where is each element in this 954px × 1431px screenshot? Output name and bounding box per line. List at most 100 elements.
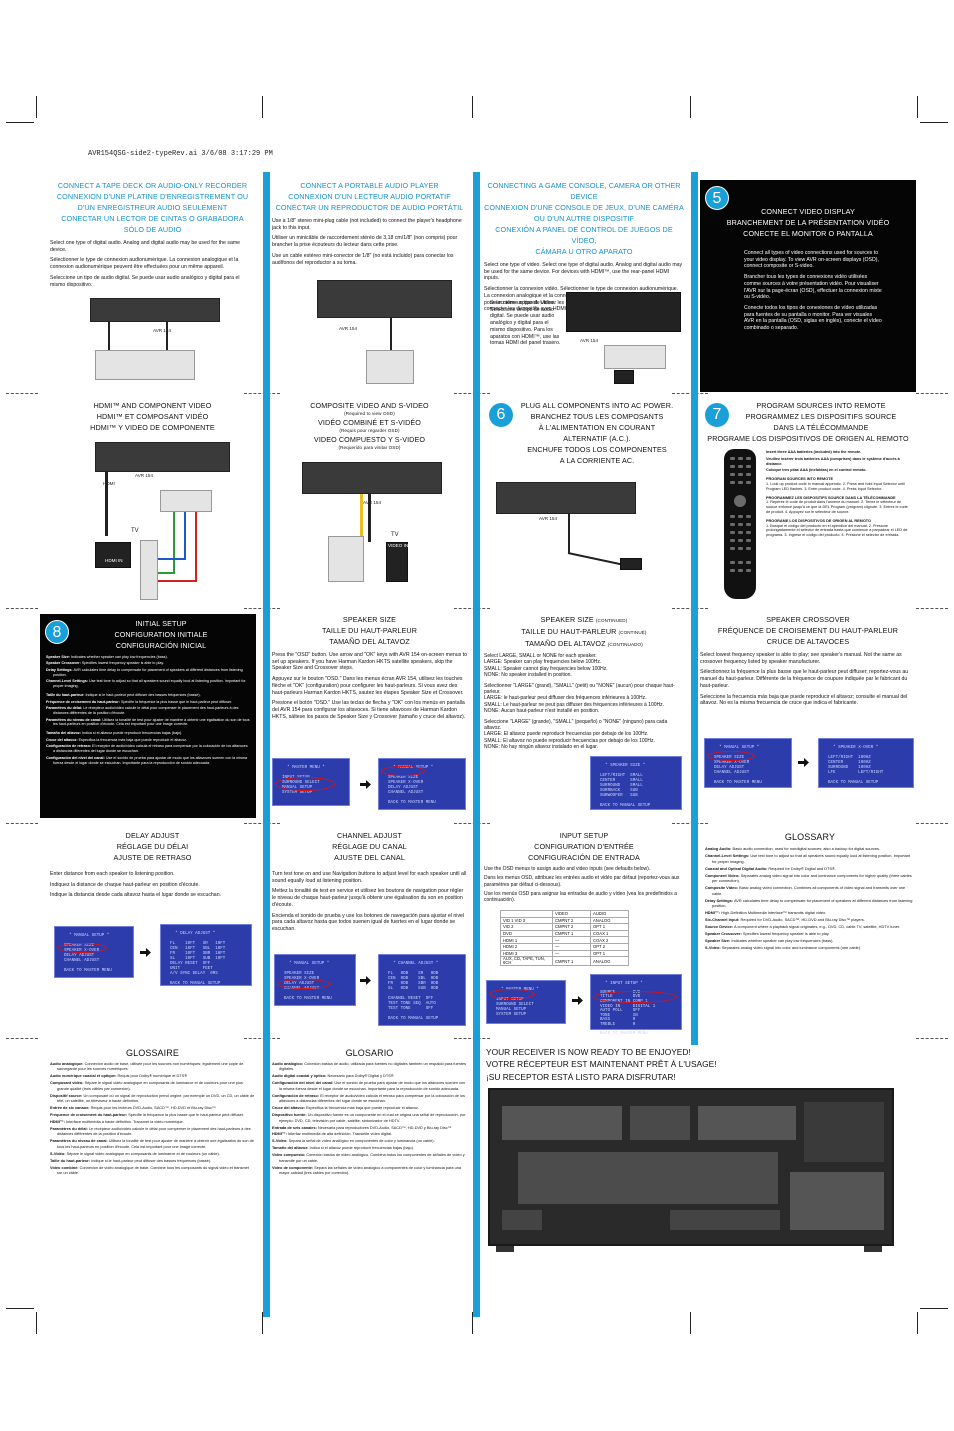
rear-section: [670, 1210, 780, 1230]
rear-section: [804, 1102, 884, 1162]
arrow-right-icon: [798, 758, 809, 767]
panel-glossary-en: GLOSSARY Analog Audio: Basic audio conne…: [705, 830, 915, 1040]
crop-mark: [917, 96, 918, 118]
panel-body: Use the OSD menus to assign audio and vi…: [484, 866, 680, 904]
tv-label: TV: [390, 532, 400, 538]
panel-title: CONNECTING A GAME CONSOLE, CAMERA OR OTH…: [484, 181, 684, 256]
panel-tape-deck: CONNECT A TAPE DECK OR AUDIO-ONLY RECORD…: [50, 180, 255, 385]
fold-line: [916, 393, 948, 394]
tv-hdmi-jack-image: [95, 542, 131, 568]
crop-mark: [472, 96, 473, 118]
crop-mark: [690, 96, 691, 118]
tv-component-jacks-image: [140, 540, 158, 600]
receiver-rear-image: [95, 442, 230, 472]
step-number: 5: [705, 186, 729, 210]
panel-composite-svideo: COMPOSITE VIDEO AND S-VIDEO (Required to…: [272, 400, 467, 603]
osd-input-setup: * INPUT SETUP * SOURCE DVD TITLE DVD COM…: [590, 974, 682, 1034]
device-label: AVR 154: [538, 516, 559, 521]
rear-section: [698, 1106, 796, 1140]
table-row: HDMI 2—OPT 2: [500, 942, 629, 951]
panel-body: Select one type of digital audio. Analog…: [50, 240, 241, 288]
device-label: AVR 154: [152, 328, 173, 333]
rear-section: [630, 1106, 690, 1140]
crop-mark: [920, 1308, 948, 1309]
panel-glossary-fr: GLOSSAIRE Audio analogique: Connexion au…: [50, 1046, 255, 1266]
rear-section: [502, 1106, 622, 1140]
crop-mark: [36, 1312, 37, 1334]
receiver-front-image: [566, 292, 681, 332]
highlight-ring: [57, 943, 107, 953]
panel-body: Connect all types of video connections u…: [744, 250, 882, 332]
glossary-list: Analog Audio: Basic audio connection, us…: [705, 846, 913, 950]
panel-body: Select lowest frequency speaker is able …: [700, 652, 909, 707]
hdmi-label: HDMI: [102, 481, 116, 486]
panel-glossary-es: GLOSARIO Audio analógico: Conexión básic…: [272, 1046, 467, 1266]
composite-cable: [360, 494, 363, 558]
rear-section: [502, 1210, 542, 1230]
osd-speaker-crossover: * SPEAKER X-OVER * LEFT/RIGHT 100HZ CENT…: [818, 738, 914, 788]
crop-mark: [262, 96, 263, 118]
column-divider-bar: [691, 172, 698, 1045]
highlight-ring: [593, 991, 677, 1003]
fold-line: [454, 608, 490, 609]
tv-svideo-jack-image: [386, 542, 408, 582]
crop-mark: [6, 122, 34, 123]
crop-mark: [917, 1312, 918, 1334]
rear-section: [518, 1152, 778, 1204]
panel-title: SPEAKER SIZE (CONTINUED) TAILLE DU HAUT-…: [521, 615, 647, 648]
device-label: AVR 154: [134, 473, 155, 478]
arrow-right-icon: [360, 976, 371, 985]
osd-master-menu: * MASTER MENU * INPUT SETUP SURROUND SEL…: [272, 758, 350, 806]
panel-ready: YOUR RECEIVER IS NOW READY TO BE ENJOYED…: [484, 1046, 916, 1260]
osd-manual-setup: * MANUAL SETUP * SPEAKER SIZE SPEAKER X-…: [274, 954, 356, 1006]
device-label: AVR 154: [579, 338, 600, 343]
highlight-ring: [489, 989, 535, 999]
panel-title: GLOSSARY: [784, 832, 836, 842]
front-panel-jacks-image: [604, 345, 666, 369]
green-cable: [173, 512, 175, 574]
column-divider-bar: [263, 172, 270, 1317]
arrow-right-icon: [360, 780, 371, 789]
arrow-right-icon: [140, 948, 151, 957]
fold-line: [672, 823, 708, 824]
step-number: 6: [489, 403, 513, 427]
remote-control-image: [724, 449, 756, 599]
red-cable: [195, 512, 197, 582]
receiver-rear-image: [90, 298, 220, 322]
panel-title: GLOSSAIRE: [126, 1048, 179, 1058]
osd-manual-setup: * MANUAL SETUP * SPEAKER SIZE SPEAKER X-…: [378, 758, 466, 810]
cable: [166, 322, 168, 352]
osd-manual-setup: * MANUAL SETUP * SPEAKER SIZE SPEAKER X-…: [704, 738, 792, 788]
receiver-foot: [864, 1246, 882, 1252]
receiver-rear-image: [496, 482, 636, 514]
panel-speaker-size-continued: SPEAKER SIZE (CONTINUED) TAILLE DU HAUT-…: [484, 614, 684, 818]
osd-delay-adjust: * DELAY ADJUST * FL 10FT SR 10FT CEN 10F…: [160, 924, 252, 986]
crop-mark: [920, 122, 948, 123]
hdmi-in-label: HDMI IN: [105, 558, 123, 563]
fold-line: [244, 1038, 280, 1039]
glossary-list: Audio analogique: Connexion audio de bas…: [50, 1062, 255, 1176]
osd-speaker-size: * SPEAKER SIZE * LEFT/RIGHT SMALL CENTER…: [590, 756, 682, 810]
panel-title: COMPOSITE VIDEO AND S-VIDEO (Required to…: [310, 401, 429, 450]
tv-label: TV: [130, 528, 140, 534]
component-jacks-image: [160, 490, 212, 512]
panel-title-es: PROGRAME LOS DISPOSITIVOS DE ORIGEN AL R…: [707, 434, 909, 443]
fold-line: [454, 393, 490, 394]
